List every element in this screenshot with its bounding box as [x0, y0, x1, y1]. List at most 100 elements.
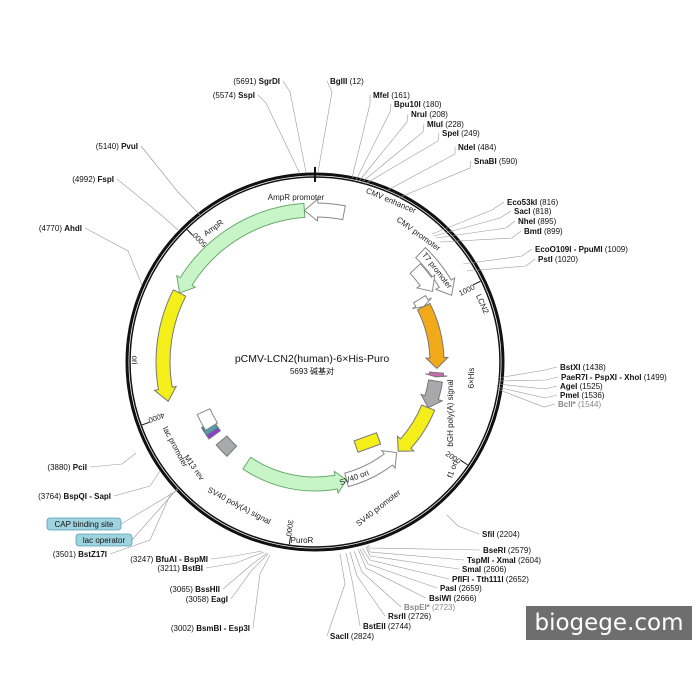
site-leader	[433, 210, 512, 237]
site-leader	[358, 113, 409, 182]
site-leader	[205, 551, 265, 569]
site-leader	[109, 492, 172, 555]
restriction-site-label: SfiI (2204)	[482, 530, 520, 539]
site-name: NheI	[518, 217, 538, 226]
restriction-site-label: BglII (12)	[330, 77, 364, 86]
feature-lcn2	[416, 302, 450, 370]
restriction-site-label: TspMI - XmaI (2604)	[467, 556, 541, 565]
feature-sv40-promoter	[344, 449, 398, 488]
restriction-site-label: BspEI* (2723)	[404, 603, 455, 612]
restriction-site-label: SpeI (249)	[442, 129, 480, 138]
site-leader	[89, 452, 137, 468]
restriction-site-label: SacII (2824)	[330, 632, 374, 641]
site-name: SfiI	[482, 530, 497, 539]
site-name: BglII	[330, 77, 350, 86]
site-position: (4770)	[39, 224, 64, 233]
feature-label-6-his: 6×His	[467, 368, 476, 389]
site-position: (3065)	[170, 585, 195, 594]
site-name: PflFI - Tth111I	[452, 575, 506, 584]
restriction-site-label: EcoO109I - PpuMI (1009)	[535, 245, 628, 254]
restriction-site-label: RsrII (2726)	[388, 612, 431, 621]
site-name: BssHII	[195, 585, 220, 594]
site-name: BseRI	[483, 546, 508, 555]
restriction-site-label: Bpu10I (180)	[394, 100, 442, 109]
site-position: (2204)	[497, 530, 520, 539]
site-name: AgeI	[560, 382, 580, 391]
site-name: EagI	[211, 595, 228, 604]
site-name: PmeI	[560, 391, 581, 400]
site-leader	[466, 258, 536, 272]
site-name: NdeI	[458, 143, 478, 152]
site-position: (2604)	[518, 556, 541, 565]
restriction-site-label: NheI (895)	[518, 217, 557, 226]
site-name: BstZ17I	[78, 550, 107, 559]
site-leader	[116, 178, 179, 231]
site-position: (2659)	[459, 584, 482, 593]
site-position: (899)	[544, 227, 563, 236]
site-name: SspI	[238, 91, 255, 100]
scale-tick-label: 3000	[284, 519, 295, 537]
site-position: (228)	[445, 120, 464, 129]
site-leader	[446, 514, 480, 535]
site-name: Bpu10I	[394, 100, 423, 109]
feature-lac-promoter	[196, 408, 219, 432]
site-name: NruI	[411, 110, 429, 119]
restriction-site-label: (5140) PvuI	[96, 142, 138, 151]
restriction-site-label: BstXI (1438)	[560, 363, 606, 372]
site-leader	[326, 553, 346, 637]
site-leader	[349, 551, 386, 617]
site-name: BsmBI - Esp3I	[196, 624, 250, 633]
callout-label-lac-operator: lac operator	[83, 536, 126, 545]
restriction-site-label: (3065) BssHII	[170, 585, 220, 594]
restriction-site-label: BseRI (2579)	[483, 546, 531, 555]
restriction-site-label: (5691) SgrDI	[233, 77, 280, 86]
site-leader	[364, 132, 440, 185]
site-position: (1525)	[580, 382, 603, 391]
site-name: PasI	[440, 584, 459, 593]
site-leader	[84, 227, 143, 286]
site-position: (3880)	[47, 463, 72, 472]
site-position: (816)	[539, 198, 558, 207]
site-name: BspEI*	[404, 603, 432, 612]
feature-label-ori: ori	[130, 356, 139, 365]
site-leader	[317, 80, 333, 173]
feature-cmv-enhancer	[415, 246, 456, 297]
site-position: (161)	[391, 91, 410, 100]
restriction-site-label: PmeI (1536)	[560, 391, 605, 400]
site-position: (1020)	[555, 255, 578, 264]
site-name: PvuI	[121, 142, 138, 151]
feature-6-his	[425, 371, 448, 378]
site-leader	[257, 94, 301, 175]
watermark: biogege.com	[526, 606, 692, 640]
site-leader	[210, 550, 263, 560]
feature-bgh-poly-a-signal	[420, 379, 444, 409]
site-position: (4992)	[72, 175, 97, 184]
site-leader	[431, 201, 505, 235]
site-name: EcoO109I - PpuMI	[535, 245, 605, 254]
site-name: PciI	[73, 463, 87, 472]
feature-label-sv40-promoter: SV40 promoter	[354, 488, 402, 528]
site-position: (1009)	[605, 245, 628, 254]
site-name: TspMI - XmaI	[467, 556, 518, 565]
restriction-site-label: SnaBI (590)	[474, 157, 518, 166]
site-name: PstI	[538, 255, 555, 264]
restriction-site-label: MluI (228)	[427, 120, 464, 129]
site-leader	[140, 145, 201, 216]
site-position: (590)	[499, 157, 518, 166]
scale-tick-label: 4000	[147, 411, 166, 425]
site-leader	[353, 550, 402, 608]
site-name: SgrDI	[259, 77, 280, 86]
site-position: (3002)	[171, 624, 196, 633]
site-position: (818)	[533, 207, 552, 216]
site-leader	[359, 548, 438, 589]
site-name: BmtI	[524, 227, 544, 236]
scale-tick-label: 1000	[457, 282, 476, 297]
site-leader	[462, 248, 533, 265]
scale-tick	[288, 536, 292, 545]
site-leader	[367, 544, 481, 551]
feature-sv40-ori	[353, 432, 382, 453]
restriction-site-label: (3002) BsmBI - Esp3I	[171, 624, 250, 633]
site-leader	[435, 220, 516, 239]
site-leader	[252, 554, 271, 629]
